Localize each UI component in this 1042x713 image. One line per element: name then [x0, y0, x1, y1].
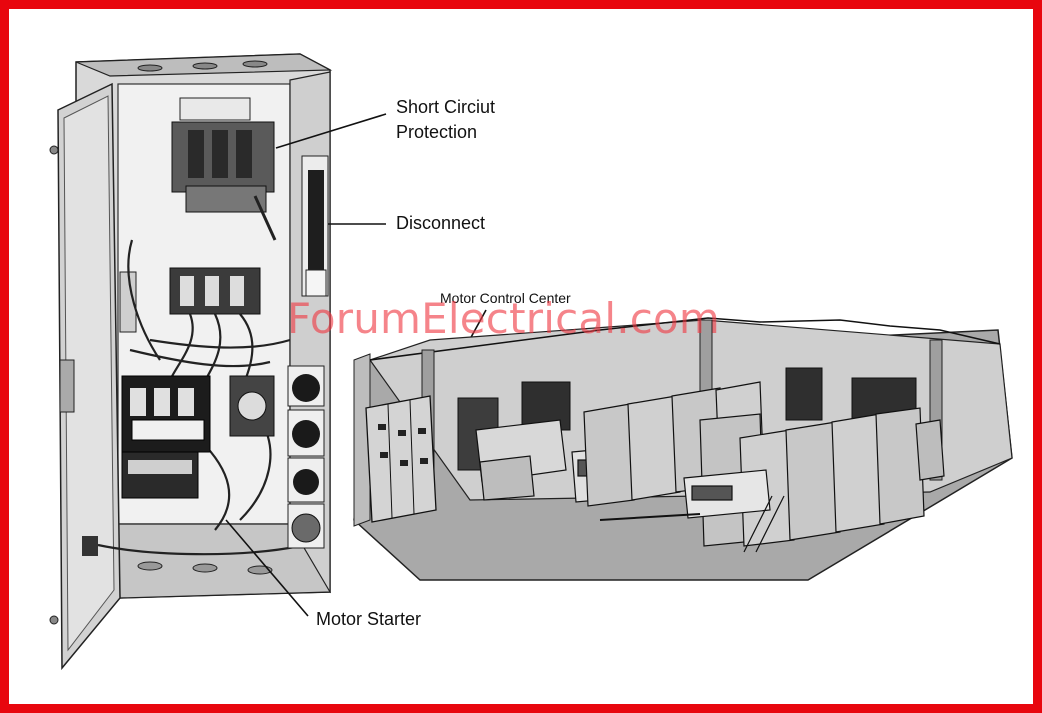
push-buttons	[287, 365, 325, 549]
motor-control-center-label: Motor Control Center	[440, 290, 571, 306]
motor-starter-label: Motor Starter	[316, 609, 422, 629]
motor-starter-contactor	[121, 375, 275, 499]
motor-control-center-cabinet	[365, 395, 437, 523]
terminal-block	[119, 267, 261, 333]
short-circuit-label-line1: Short Circiut	[396, 97, 496, 117]
watermark-text: ForumElectrical.com	[287, 294, 721, 343]
short-circuit-label-line2: Protection	[396, 122, 478, 142]
production-machinery	[475, 381, 945, 553]
disconnect-label: Disconnect	[396, 213, 486, 233]
disconnect-handle	[301, 155, 329, 297]
circuit-breaker-block	[171, 97, 277, 241]
enclosure-door	[49, 82, 121, 671]
